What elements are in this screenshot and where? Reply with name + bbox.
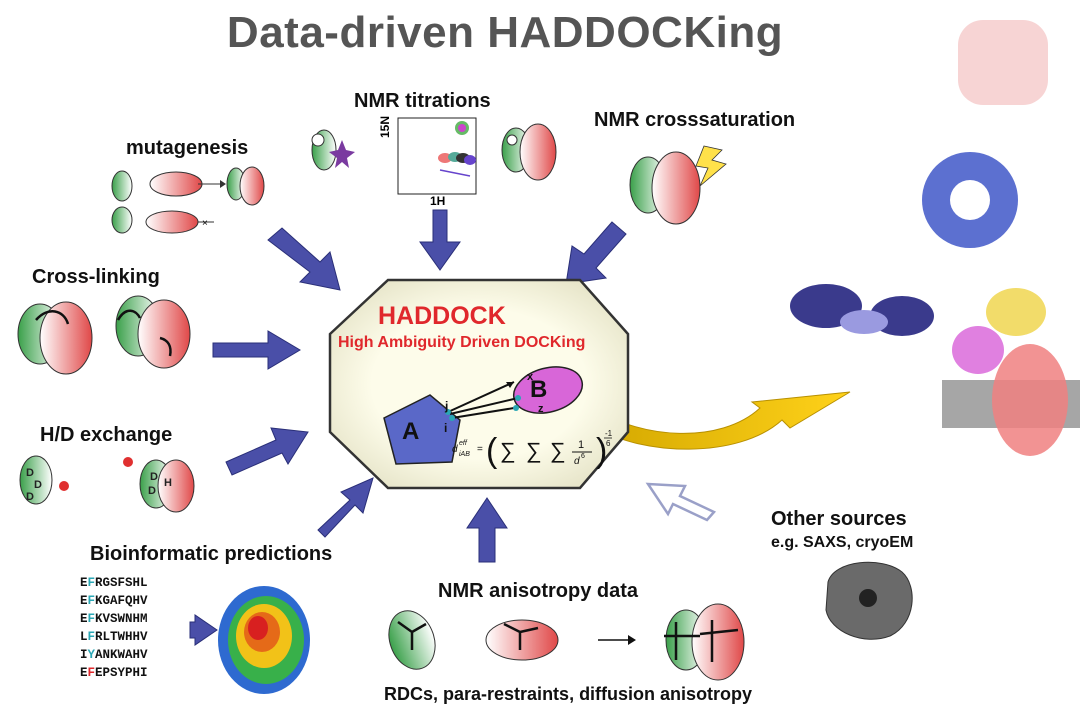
arrow-crosssaturation: [565, 221, 627, 285]
sequence-row: IYANKWAHV: [80, 648, 148, 662]
titration-proteins: [311, 123, 557, 181]
arrow-crosslinking: [212, 330, 301, 370]
svg-text:x: x: [527, 371, 534, 383]
svg-text:-1: -1: [605, 429, 613, 438]
arrow-titrations: [419, 209, 461, 271]
svg-text:): ): [596, 432, 607, 470]
distance-formula: d eff iAB = ( ∑ ∑ ∑ 1 d 6 ) -1 6: [452, 429, 613, 470]
crosslinking-proteins: [17, 295, 191, 375]
label-nmr-crosssaturation: NMR crosssaturation: [594, 109, 796, 131]
svg-text:i: i: [444, 421, 447, 435]
svg-text:(: (: [486, 432, 498, 470]
svg-text:z: z: [538, 403, 544, 415]
titration-y-axis: 15N: [378, 115, 392, 138]
label-hd-exchange: H/D exchange: [40, 424, 173, 446]
sequence-row: LFRLTWHHV: [80, 630, 148, 644]
label-bioinformatic: Bioinformatic predictions: [90, 543, 333, 565]
sequence-row: EFKGAFQHV: [80, 594, 148, 608]
arrow-sequences: [189, 614, 218, 646]
haddock-title: HADDOCK: [378, 302, 506, 330]
bioinformatic-surface: [218, 586, 310, 694]
arrow-mutagenesis: [267, 227, 341, 291]
svg-text:D: D: [34, 479, 42, 491]
result-structures: [790, 20, 1080, 456]
svg-text:∑: ∑: [550, 438, 566, 463]
svg-text:eff: eff: [459, 440, 468, 447]
svg-text:D: D: [148, 485, 156, 497]
svg-text:∑: ∑: [526, 438, 542, 463]
svg-text:d: d: [574, 456, 580, 467]
sequence-row: EFRGSFSHL: [80, 576, 148, 590]
svg-text:iAB: iAB: [459, 451, 470, 458]
label-mutagenesis: mutagenesis: [126, 137, 249, 159]
label-nmr-titrations: NMR titrations: [354, 90, 491, 112]
label-nmr-anisotropy: NMR anisotropy data: [438, 580, 639, 602]
svg-text:=: =: [477, 444, 483, 455]
svg-text:6: 6: [606, 439, 611, 448]
arrow-hd-exchange: [225, 427, 309, 476]
svg-text:H: H: [164, 477, 172, 489]
label-other-sources: Other sources: [771, 508, 907, 530]
sequence-alignment: EFRGSFSHL EFKGAFQHV EFKVSWNHM LFRLTWHHV …: [80, 574, 148, 682]
svg-text:∑: ∑: [500, 438, 516, 463]
titration-spectrum: [397, 117, 477, 195]
svg-text:6: 6: [581, 453, 585, 460]
svg-text:D: D: [26, 467, 34, 479]
svg-text:d: d: [452, 444, 458, 455]
svg-text:×: ×: [202, 218, 208, 229]
anisotropy-proteins: [388, 603, 745, 681]
page-title: Data-driven HADDOCKing: [226, 8, 784, 57]
hd-exchange-proteins: DDD DDH: [19, 455, 195, 513]
arrow-anisotropy: [466, 497, 508, 563]
molecule-b-label: B: [530, 376, 548, 403]
svg-text:D: D: [150, 471, 158, 483]
docking-illustration: j i x z: [383, 366, 584, 465]
label-cross-linking: Cross-linking: [32, 266, 160, 288]
sequence-row: EFKVSWNHM: [80, 612, 148, 626]
label-anisotropy-detail: RDCs, para-restraints, diffusion anisotr…: [384, 684, 753, 704]
crosssaturation-proteins: [629, 145, 727, 225]
sequence-row: EFEPSYPHI: [80, 666, 148, 680]
arrow-bioinformatic: [317, 477, 374, 538]
mutagenesis-proteins: ×: [111, 166, 265, 234]
cryoem-map: [825, 561, 913, 640]
svg-text:j: j: [444, 399, 448, 413]
input-arrows: [189, 209, 627, 646]
arrow-other-sources: [645, 482, 717, 522]
label-other-examples: e.g. SAXS, cryoEM: [771, 534, 914, 551]
molecule-a-label: A: [402, 418, 420, 445]
output-arrow: [597, 391, 851, 450]
svg-text:D: D: [26, 491, 34, 503]
svg-text:1: 1: [578, 439, 584, 451]
titration-x-axis: 1H: [430, 194, 446, 208]
haddock-subtitle: High Ambiguity Driven DOCKing: [338, 334, 586, 351]
